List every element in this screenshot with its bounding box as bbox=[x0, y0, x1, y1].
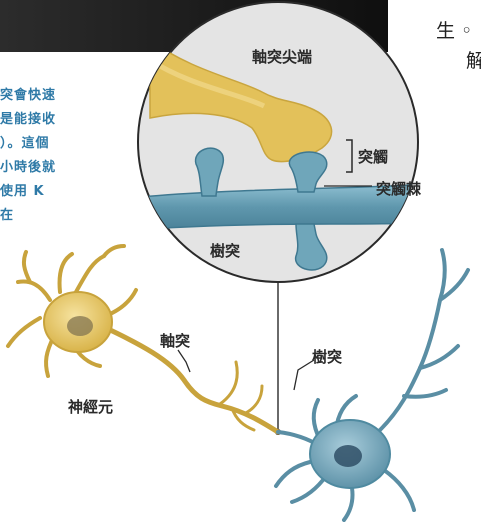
label-dendrite-zoom: 樹突 bbox=[210, 240, 240, 261]
label-neuron: 神經元 bbox=[68, 396, 113, 417]
label-synapse: 突觸 bbox=[358, 146, 388, 167]
yellow-nucleus bbox=[67, 316, 93, 336]
label-dendrite: 樹突 bbox=[312, 346, 342, 367]
label-axon-terminal: 軸突尖端 bbox=[252, 46, 312, 67]
blue-nucleus bbox=[334, 445, 362, 467]
label-axon: 軸突 bbox=[160, 330, 190, 351]
zoom-circle bbox=[130, 2, 430, 282]
label-dendritic-spine: 突觸棘 bbox=[376, 178, 421, 199]
